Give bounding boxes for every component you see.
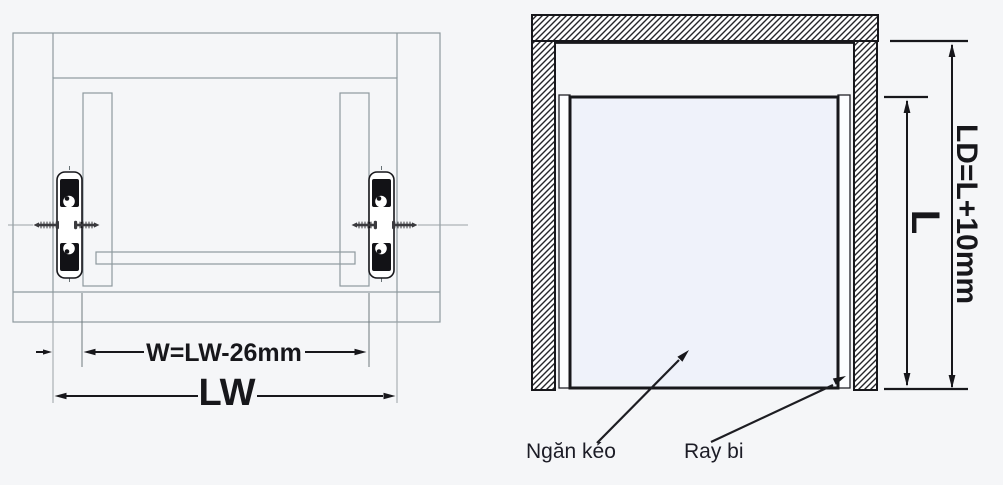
front-section-view: W=LW-26mm LW: [8, 32, 468, 414]
side-gap-arrow: [36, 349, 52, 355]
cabinet-width-label: LW: [199, 372, 256, 414]
top-plan-view: L LD=L+10mm Ngăn kéo Ray bi: [526, 14, 983, 463]
drawer-callout: Ngăn kéo: [526, 350, 689, 463]
inner-depth-label: LD=L+10mm: [950, 124, 983, 304]
rail-length-label: L: [903, 210, 947, 234]
inner-depth-dimension: LD=L+10mm: [948, 43, 983, 389]
cabinet-side-wall-left: [531, 40, 556, 391]
cabinet-carcass: [12, 32, 441, 323]
drawer-callout-label: Ngăn kéo: [526, 440, 616, 463]
drawer-width-label: W=LW-26mm: [146, 339, 302, 367]
rail-length-dimension: L: [903, 99, 947, 387]
drawer-side-panel-left: [82, 92, 113, 287]
drawer-box-top-view: [568, 95, 840, 390]
rail-callout: Ray bi: [684, 376, 846, 463]
rail-callout-label: Ray bi: [684, 440, 744, 463]
ball-bearing-rail-left: [558, 94, 571, 389]
screw-icon: [391, 220, 418, 230]
cabinet-back-wall: [531, 14, 879, 42]
drawer-width-dimension: W=LW-26mm: [83, 339, 367, 367]
ball-bearing-rail-right: [837, 94, 851, 389]
cabinet-width-dimension: LW: [54, 372, 396, 414]
cabinet-opening: [52, 77, 398, 293]
cabinet-side-wall-right: [853, 40, 878, 391]
drawer-bottom-panel: [95, 251, 356, 265]
screw-icon: [33, 220, 60, 230]
